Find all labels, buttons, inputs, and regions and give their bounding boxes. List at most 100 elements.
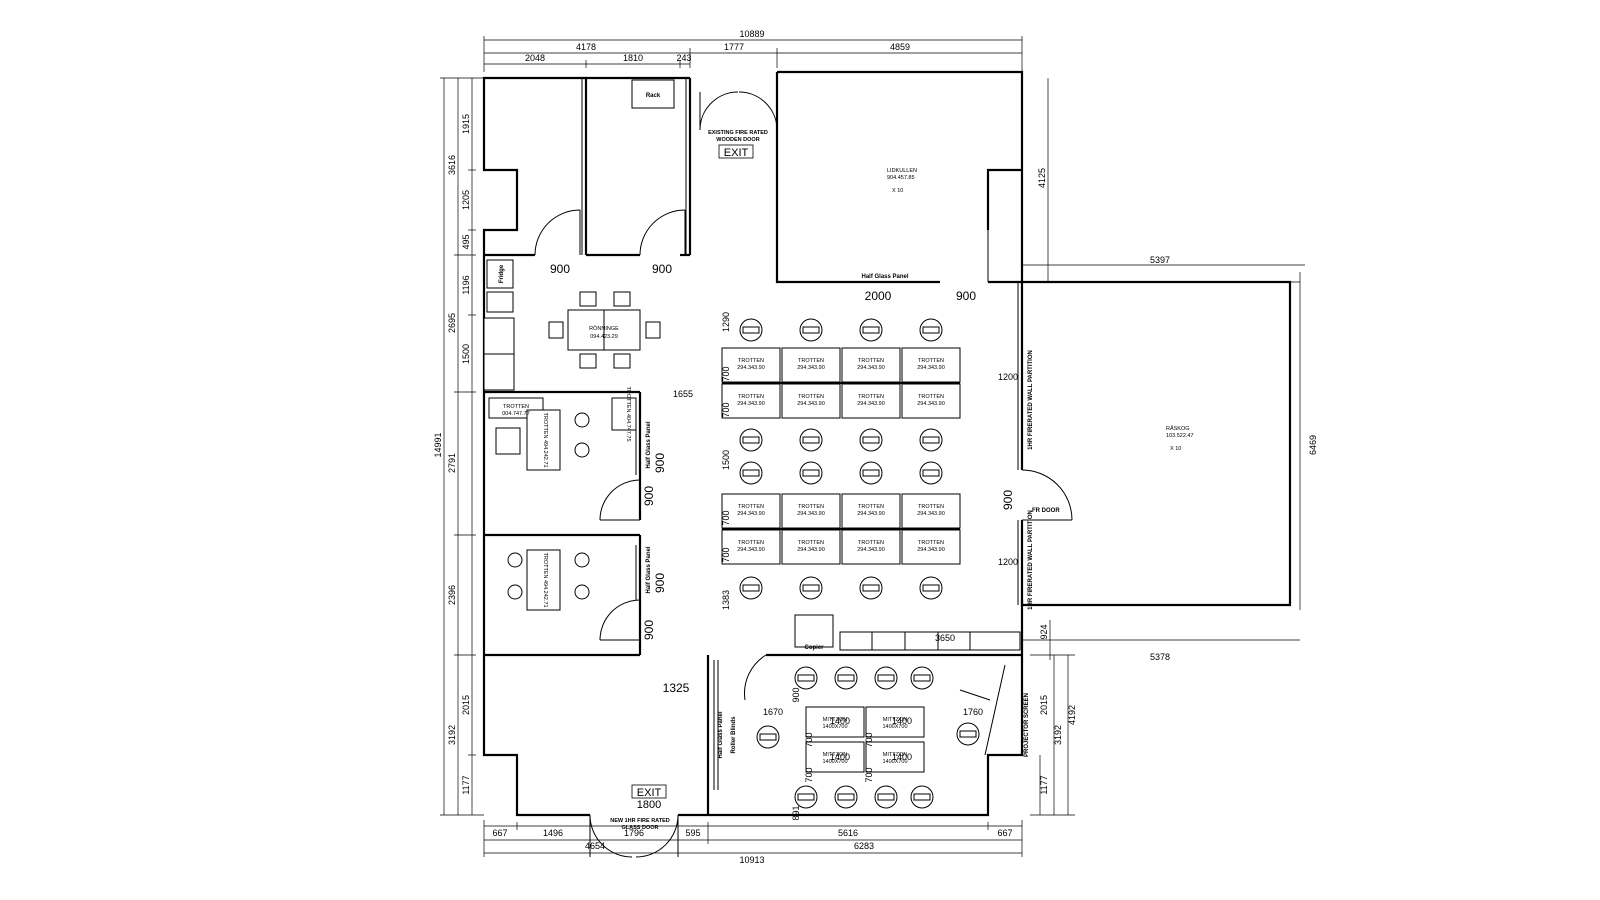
trotten-desk-name: TROTTEN (858, 504, 884, 510)
lidkullen-code: 904.457.85 (887, 175, 915, 181)
dim-right-2: 6469 (1308, 435, 1318, 455)
trotten-desk-name: TROTTEN (918, 358, 944, 364)
office-chair (859, 318, 883, 342)
half-glass-label-1: Half Glass Panel (646, 421, 652, 468)
trotten-desk-name: TROTTEN (798, 394, 824, 400)
dim-bottom-total: 10913 (739, 855, 764, 865)
trotten-desk-code: 294.343.90 (797, 365, 825, 371)
dim-left-4: 2396 (447, 585, 457, 605)
dim-door-1: 900 (550, 262, 570, 276)
mittzon-name: MITTZON (823, 717, 847, 723)
trotten-desk (721, 529, 781, 565)
trotten-desk (901, 529, 961, 565)
office-chair (794, 666, 818, 690)
office-chair-seat (742, 584, 760, 592)
office-chair (739, 428, 763, 452)
dim-1400-b: 1400 (892, 716, 912, 726)
labels: 10889 4178 1777 4859 2048 1810 243 14991… (433, 29, 1318, 865)
trotten-desk-name: TROTTEN (858, 358, 884, 364)
office-chair-seat (922, 326, 940, 334)
copier (794, 614, 834, 648)
dim-door-2: 900 (652, 262, 672, 276)
dim-left-s7: 1177 (461, 775, 471, 794)
office-chair (874, 666, 898, 690)
fridge-label: Fridge (499, 264, 505, 283)
trotten-desk-code: 294.343.90 (857, 547, 885, 553)
trotten-desk-code: 294.343.90 (857, 511, 885, 517)
workstations: TROTTEN294.343.90TROTTEN294.343.90TROTTE… (721, 347, 961, 773)
trotten-desk-name: TROTTEN (798, 504, 824, 510)
mittzon-name: MITTZON (823, 752, 847, 758)
dim-700-m2: 700 (864, 732, 874, 747)
trotten-desk-code: 294.343.90 (917, 365, 945, 371)
trotten-side-label: TROTTEN 404.747.75 (625, 386, 631, 441)
office-chair-seat (742, 469, 760, 477)
rack-label: Rack (646, 93, 661, 99)
dim-1400-d: 1400 (892, 752, 912, 762)
trotten-desk-code: 294.343.90 (857, 365, 885, 371)
glass-door-label-1: NEW 1HR FIRE RATED (610, 818, 670, 824)
dim-door-7: 900 (642, 620, 656, 640)
office-chair-seat (837, 793, 855, 801)
rack (631, 79, 675, 109)
mittzon-table (805, 741, 865, 773)
dim-mid-1500: 1500 (721, 450, 731, 470)
copier-label: Copier (804, 645, 824, 651)
half-glass-label-2: Half Glass Panel (646, 546, 652, 593)
dim-bottom-1: 667 (492, 828, 507, 838)
trotten-rot-2: TROTTEN 494.242.71 (542, 552, 548, 607)
office-chair-seat (862, 469, 880, 477)
mittzon-table (805, 706, 865, 738)
trotten-desk-name: TROTTEN (798, 540, 824, 546)
dim-door-6: 900 (642, 486, 656, 506)
dim-left-s6: 2015 (461, 695, 471, 715)
trotten-desk-name: TROTTEN (858, 394, 884, 400)
trotten-desk-name: TROTTEN (738, 540, 764, 546)
ronninge-code: 094.423.29 (590, 334, 618, 340)
office-chair (910, 785, 934, 809)
trotten-desk-name: TROTTEN (798, 358, 824, 364)
dim-right-bottom: 5378 (1150, 652, 1170, 662)
dim-700-m1: 700 (804, 732, 814, 747)
office-chair (794, 785, 818, 809)
trotten-desk (901, 493, 961, 529)
trotten-desk-name: TROTTEN (918, 504, 944, 510)
office-chair (756, 725, 780, 749)
office-chair (834, 666, 858, 690)
dim-mid-1670: 1670 (763, 707, 783, 717)
dim-door-8: 900 (1001, 490, 1015, 510)
exit-sign-top (718, 144, 754, 159)
trotten-desk-name: TROTTEN (858, 540, 884, 546)
office-chair (834, 785, 858, 809)
trotten-desk-code: 294.343.90 (737, 365, 765, 371)
dim-left-total: 14991 (433, 432, 443, 457)
chairs (739, 318, 980, 809)
trotten-004-name: TROTTEN (503, 404, 529, 410)
office-chair-seat (797, 674, 815, 682)
dim-bottom-5: 5616 (838, 828, 858, 838)
office-chair (799, 318, 823, 342)
dim-left-5: 3192 (447, 725, 457, 745)
dim-right-7: 1177 (1039, 775, 1049, 794)
mittzon-table (865, 706, 925, 738)
office-chair-seat (922, 469, 940, 477)
dim-top-total: 10889 (739, 29, 764, 39)
office-chair (919, 576, 943, 600)
dim-right-top: 5397 (1150, 255, 1170, 265)
dim-bottom-3: 1796 (624, 828, 644, 838)
office-chair (799, 428, 823, 452)
office-chair-seat (862, 584, 880, 592)
dim-left-s1: 1915 (461, 114, 471, 134)
partition-label-1: 1HR FIRERATED WALL PARTITION (1028, 350, 1034, 450)
half-glass-label-top: Half Glass Panel (861, 274, 908, 280)
dim-mid-1200a: 1200 (998, 372, 1018, 382)
fridge (486, 259, 514, 289)
exit-width: 1800 (637, 799, 661, 811)
dim-bottom-7: 4654 (585, 841, 605, 851)
mittzon-size: 1400X700 (882, 759, 907, 765)
office-chair (874, 785, 898, 809)
glass-door-label-2: GLASS DOOR (622, 825, 659, 831)
dim-bottom-2: 1496 (543, 828, 563, 838)
dim-top-seg-3: 4859 (890, 42, 910, 52)
dim-left-s5: 1500 (461, 344, 471, 364)
